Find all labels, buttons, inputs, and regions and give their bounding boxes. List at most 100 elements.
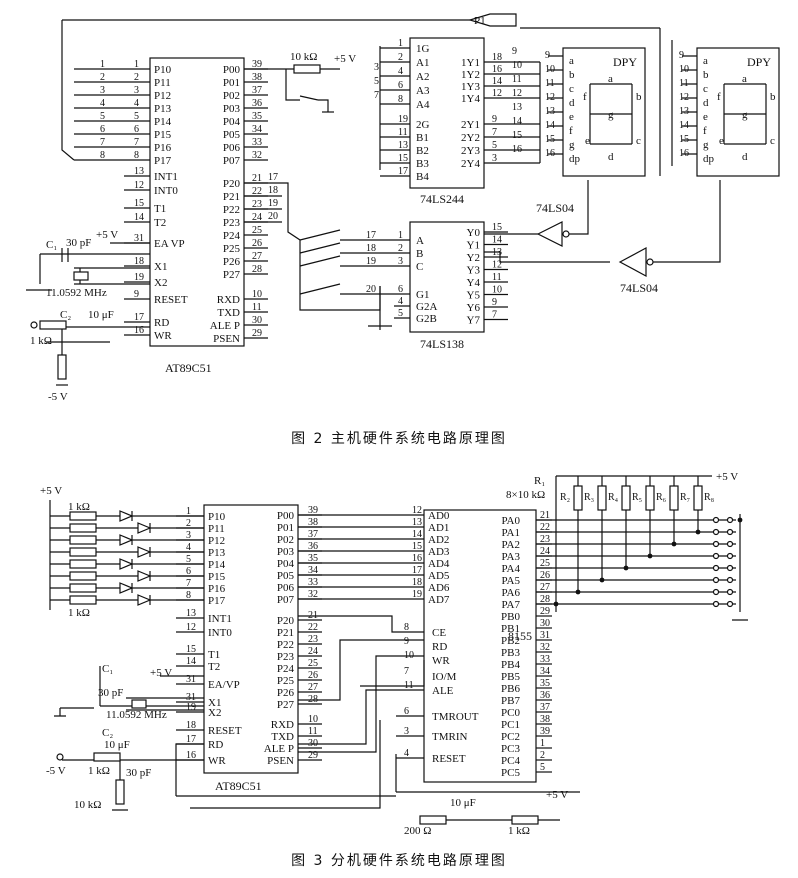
fig2-mcu-pin-num: 33 <box>252 137 262 148</box>
fig3-mcu-pin-name: RXD <box>271 719 294 731</box>
fig2-display-2-title: DPY <box>747 55 771 69</box>
fig3-led-array <box>119 510 152 606</box>
fig2-mcu-pin-num: 5 <box>134 111 139 122</box>
fig3-mcu-pin-num: 21 <box>308 610 318 621</box>
fig3-mcu-pin-num: 31 <box>186 692 196 703</box>
fig2-buffer-part: 74LS244 <box>420 192 464 206</box>
fig2-buf-out-num: 10 <box>512 60 522 71</box>
fig3-c1: C₁ <box>102 663 113 675</box>
fig3-ppi-pin-num: 8 <box>404 622 409 633</box>
fig3-ppi-pin-name: PB4 <box>501 659 520 671</box>
fig3-ppi-pin-num: 30 <box>540 618 550 629</box>
fig2-display-1-pin-num: 11 <box>545 78 555 89</box>
fig2-mcu-pin-name: P24 <box>223 230 241 242</box>
fig2-mcu-pin-num: 11 <box>252 302 262 313</box>
fig2-display-2-segment: g <box>742 109 748 121</box>
junction-dot <box>553 601 559 607</box>
fig2-mcu-pin-num: 30 <box>252 315 262 326</box>
fig2-p2-wire-number: 19 <box>268 198 278 209</box>
fig2-dec-pin-num: 9 <box>492 297 497 308</box>
fig3-vcc-right: +5 V <box>716 471 738 483</box>
fig2-buf-out-num: 13 <box>512 102 522 113</box>
fig2-display-1-segment: c <box>636 135 641 147</box>
fig2-mcu-body <box>149 57 245 347</box>
fig2-mcu-pin-name: RXD <box>217 294 240 306</box>
fig2-mcu-pin-num: 3 <box>134 85 139 96</box>
fig3-ppi-pin-name: PC4 <box>501 755 520 767</box>
fig3-mcu-pin-num: 5 <box>186 554 191 565</box>
key-switch-icon <box>712 540 720 548</box>
fig3-mcu-pin-name: INT1 <box>208 613 232 625</box>
fig2-mcu-pin-num: 18 <box>134 256 144 267</box>
fig2-mcu-pin-num: 17 <box>134 312 144 323</box>
fig2-mcu-pin-name: P16 <box>154 142 172 154</box>
fig2-decoder-body <box>409 221 485 333</box>
fig2-display-2-pin-name: f <box>703 125 707 137</box>
fig3-mcu-pin-num: 15 <box>186 644 196 655</box>
fig2-display-2-segment: b <box>770 91 776 103</box>
fig2-buf-pin-name: B3 <box>416 158 429 170</box>
fig3-bottom-r2: 1 kΩ <box>508 825 530 837</box>
fig3-mcu-pin-name: P00 <box>277 510 295 522</box>
fig3-ppi-pin-num: 28 <box>540 594 550 605</box>
fig3-ppi-pin-num: 37 <box>540 702 550 713</box>
fig2-buf-out-num: 12 <box>512 88 522 99</box>
fig2-display-1-pin-num: 13 <box>545 106 555 117</box>
fig3-reset-cap: 30 pF <box>126 767 151 779</box>
fig3-ppi-pin-num: 18 <box>412 577 422 588</box>
fig3-mcu-body <box>203 504 299 774</box>
led-icon <box>137 570 152 582</box>
fig2-mcu-pin-name: P10 <box>154 64 172 76</box>
fig2-c1: C₁ <box>46 239 57 251</box>
fig2-mcu-pin-num: 38 <box>252 72 262 83</box>
fig3-ppi-pin-num: 2 <box>540 750 545 761</box>
fig2-mcu-pin-name: P03 <box>223 103 241 115</box>
fig2-display-1-pin-name: f <box>569 125 573 137</box>
fig3-mcu-pin-num: 18 <box>186 720 196 731</box>
fig2-display-2-segment: e <box>719 135 724 147</box>
fig3-bottom-cap: 10 μF <box>450 797 476 809</box>
fig2-p2-wire-number: 17 <box>268 172 278 183</box>
fig2-buf-pin-num: 5 <box>492 140 497 151</box>
fig3-ppi-pin-num: 35 <box>540 678 550 689</box>
fig2-connector-label: P1 <box>474 15 486 27</box>
fig2-c1-value: 30 pF <box>66 237 91 249</box>
junction-dot <box>695 529 701 535</box>
fig3-mcu-pin-num: 34 <box>308 565 318 576</box>
fig3-ppi-pin-name: PB7 <box>501 695 520 707</box>
fig2-buf-pin-num: 16 <box>492 64 502 75</box>
fig3-ppi-pin-num: 39 <box>540 726 550 737</box>
fig3-mcu-pin-name: P05 <box>277 570 295 582</box>
fig3-mcu-pin-num: 26 <box>308 670 318 681</box>
fig2-mcu-pin-name: RD <box>154 317 169 329</box>
fig3-mcu-pin-num: 32 <box>308 589 318 600</box>
fig2-dec-pin-name: Y5 <box>467 290 481 302</box>
fig3-ppi-pin-num: 29 <box>540 606 550 617</box>
fig2-display-1-title: DPY <box>613 55 637 69</box>
junction-dot <box>599 577 605 583</box>
fig2-mcu-pin-name: INT1 <box>154 171 178 183</box>
fig3-ppi-pin-num: 16 <box>412 553 422 564</box>
fig3-mcu-pin-num: 39 <box>308 505 318 516</box>
fig3-mcu-pin-num: 3 <box>186 530 191 541</box>
fig3-ppi-pin-name: TMROUT <box>432 711 479 723</box>
fig3-mcu-pin-num: 2 <box>186 518 191 529</box>
fig2-buf-pin-name: 1Y2 <box>461 69 480 81</box>
fig2-mcu-pin-num: 6 <box>134 124 139 135</box>
fig2-mcu-pin-num: 35 <box>252 111 262 122</box>
fig2-dec-pin-num: 3 <box>398 256 403 267</box>
fig2-dec-pin-name: G2B <box>416 313 437 325</box>
fig3-vcc-ea: +5 V <box>150 667 172 679</box>
fig2-display-2-pin-name: d <box>703 97 709 109</box>
fig3-mcu-pin-name: P27 <box>277 699 295 711</box>
fig2-mcu-pin-num: 15 <box>134 198 144 209</box>
fig3-ppi-pin-name: PA2 <box>501 539 520 551</box>
fig3-mcu-pin-name: P04 <box>277 558 295 570</box>
junction-dot <box>671 541 677 547</box>
fig2-mcu-pin-name: P14 <box>154 116 172 128</box>
fig2-buf-pin-num: 13 <box>398 140 408 151</box>
fig3-junctions <box>553 517 743 607</box>
fig2-buf-pin-num: 4 <box>398 66 403 77</box>
